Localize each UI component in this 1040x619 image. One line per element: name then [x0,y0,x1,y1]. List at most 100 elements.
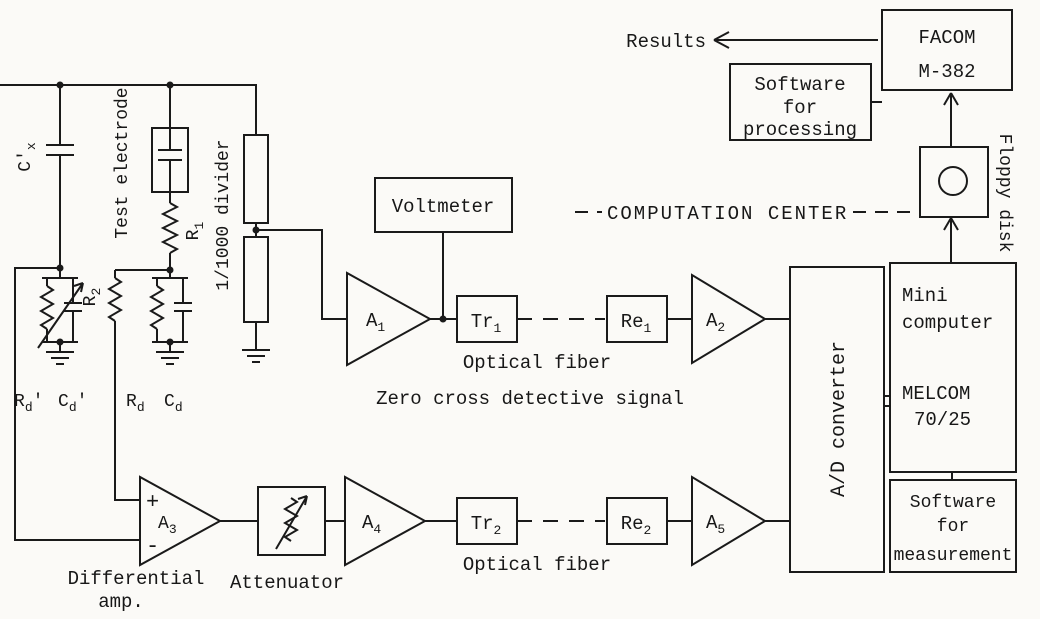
rd-label: Rd [126,392,145,415]
differential-amp-triangle [139,475,223,567]
software-measurement-line1: Software [910,493,996,513]
software-processing-line2: for [783,97,817,119]
a1-label: A1 [366,310,385,335]
re1-label: Re1 [621,311,652,336]
attenuator-label: Attenuator [230,572,344,594]
divider-resistor-bottom [243,236,269,323]
cd-label: Cd [164,392,183,415]
attenuator-symbol [275,495,308,550]
mini-computer-box [889,262,1017,473]
melcom-label-line2: 70/25 [914,409,971,431]
floppy-disk [919,146,989,218]
ground-symbol-divider [242,349,270,363]
a5-label: A5 [706,512,725,537]
test-electrode [151,127,189,193]
arrows [713,31,959,263]
rc-network-rd-cd-prime [37,277,84,349]
capacitor-cx-plates [46,144,74,156]
voltage-divider [243,134,269,323]
resistor-r1-zigzag [160,202,180,254]
receiver-re1-box [606,295,668,343]
software-processing-line3: processing [743,119,857,141]
re2-label: Re2 [621,513,652,538]
rd-prime-label: Rd' [14,392,43,415]
wire-top-bus [0,84,347,350]
rc-capacitor-plates [174,302,192,312]
amplifier-a1 [346,271,433,367]
cx-label: C'x [16,142,39,172]
junction-dot [166,338,174,346]
floppy-disk-icon [938,166,968,196]
amplifier-a5 [691,475,767,567]
results-label: Results [626,31,706,53]
computation-center-label: COMPUTATION CENTER [607,203,848,225]
divider-label: 1/1000 divider [214,139,234,290]
junction-dot [56,338,64,346]
tr2-label: Tr2 [471,513,502,538]
minus-label: - [146,534,159,559]
mini-computer-label-line1: Mini [902,285,948,307]
melcom-label-line1: MELCOM [902,383,970,405]
test-electrode-label: Test electrode [113,87,133,238]
differential-amp-label-line1: Differential [68,568,205,590]
voltmeter-box [374,177,513,233]
rc-prime-capacitor-plates [64,302,82,312]
facom-box [881,9,1013,91]
test-electrode-capacitor [158,128,182,192]
software-measurement-line2: for [937,517,969,537]
capacitor-cx [46,144,74,156]
adc-box [789,266,885,573]
rc-network-rd-cd [149,277,192,343]
divider-resistor-top [243,134,269,224]
ground-symbols [46,349,270,365]
junction-dot [439,315,447,323]
adc-label: A/D converter [828,341,851,497]
junction-dot [252,226,260,234]
optical-fiber-bottom-label: Optical fiber [463,554,611,576]
voltmeter-label: Voltmeter [392,196,495,218]
software-processing-line1: Software [754,74,845,96]
rc-prime-resistor-zigzag [39,285,55,330]
floppy-facom-arrow [943,92,959,146]
differential-amp-label-line2: amp. [98,591,144,613]
optical-fiber-top-label: Optical fiber [463,352,611,374]
software-processing-box [729,63,872,141]
r1-label: R1 [184,222,207,241]
ground-symbol-middle [156,351,184,365]
transmitter-tr2-box [456,497,518,545]
junction-dot [166,266,174,274]
ground-symbol-left [46,351,74,365]
amplifier-a2 [691,273,767,365]
a3-label: A3 [158,514,177,537]
tr1-label: Tr1 [471,311,502,336]
variable-arrow [37,282,84,349]
zero-cross-label: Zero cross detective signal [376,388,684,410]
plus-label: + [146,490,159,515]
rc-resistor-zigzag [149,285,165,330]
r2-label: R2 [81,288,104,307]
software-measurement-line3: measurement [894,546,1013,566]
transmitter-tr1-box [456,295,518,343]
results-arrow [713,31,878,49]
amplifier-a4 [344,475,428,567]
minicomputer-floppy-arrow [943,217,959,263]
software-measurement-box [889,479,1017,573]
a2-label: A2 [706,310,725,335]
junction-dot [166,81,174,89]
wire-r2-branch [114,269,170,501]
resistor-r1 [160,202,180,254]
attenuator [257,486,326,556]
resistor-r2-zigzag [107,277,123,322]
facom-label-line1: FACOM [918,27,975,49]
junction-dot [56,81,64,89]
wire-cx-branch [14,85,140,541]
facom-label-line2: M-382 [918,61,975,83]
junction-dot [56,264,64,272]
wire-a1-output [430,232,457,320]
junction-dots [56,81,447,346]
resistor-r2 [107,277,123,322]
mini-computer-label-line2: computer [902,312,993,334]
cd-prime-label: Cd' [58,392,87,415]
receiver-re2-box [606,497,668,545]
